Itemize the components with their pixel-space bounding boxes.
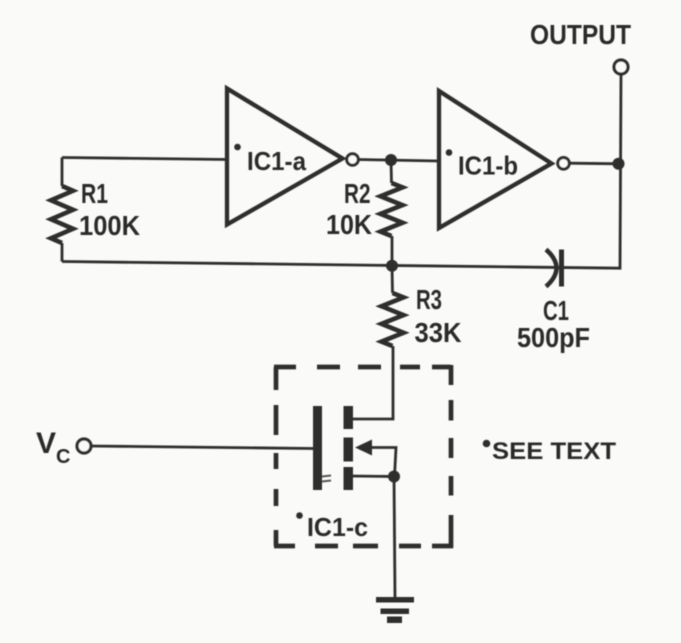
- svg-text:R2: R2: [344, 178, 371, 209]
- svg-text:100K: 100K: [79, 210, 140, 241]
- svg-text:SEE TEXT: SEE TEXT: [492, 438, 616, 465]
- svg-text:IC1-a: IC1-a: [247, 146, 307, 176]
- svg-text:C: C: [56, 446, 70, 468]
- svg-text:IC1-c: IC1-c: [307, 512, 368, 542]
- svg-text:C1: C1: [543, 295, 569, 326]
- svg-text:500pF: 500pF: [517, 322, 590, 353]
- svg-text:V: V: [36, 427, 56, 460]
- svg-text:33K: 33K: [415, 317, 462, 348]
- svg-text:IC1-b: IC1-b: [458, 151, 518, 181]
- svg-text:10K: 10K: [326, 209, 372, 240]
- svg-text:R3: R3: [416, 284, 442, 315]
- svg-text:R1: R1: [81, 178, 108, 209]
- svg-text:OUTPUT: OUTPUT: [530, 19, 631, 50]
